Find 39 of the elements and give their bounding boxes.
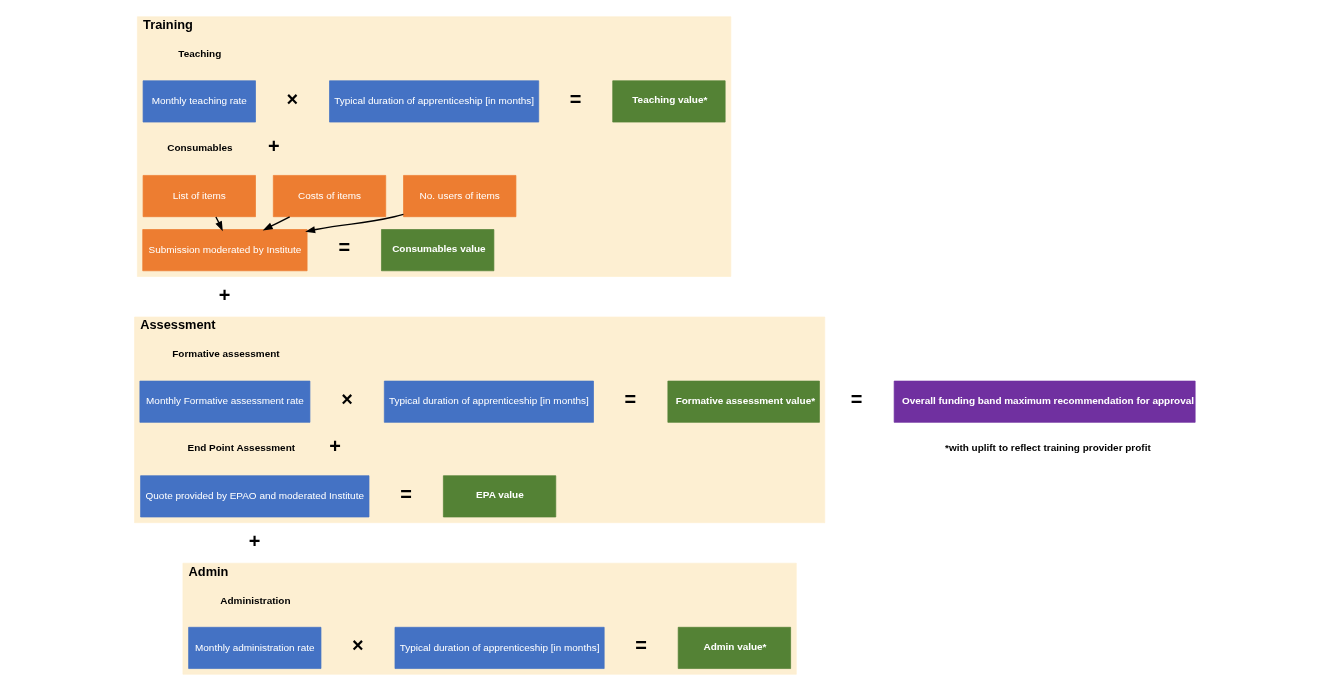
node-box: Quote provided by EPAO and moderated Institute <box>139 475 369 518</box>
node-box: No. users of items <box>402 175 516 218</box>
label: + <box>248 529 260 552</box>
label: + <box>218 283 230 306</box>
arrow <box>214 216 223 232</box>
label: = <box>634 634 647 657</box>
node-box: Costs of items <box>272 175 386 218</box>
label: × <box>285 87 298 110</box>
node-box: Consumables value <box>380 229 494 272</box>
label: + <box>267 134 280 157</box>
label: = <box>399 482 412 505</box>
node-box: Admin value* <box>677 626 791 669</box>
node-box: Submission moderated by Institute <box>141 229 307 272</box>
node-box: Typical duration of apprenticeship [in months] <box>394 626 605 669</box>
node-box: Monthly administration rate <box>187 626 321 669</box>
arrow <box>304 213 404 234</box>
arrow <box>262 216 290 231</box>
node-box: EPA value <box>442 475 556 518</box>
label: = <box>337 236 350 259</box>
node-box: Formative assessment value* <box>667 380 820 423</box>
label: + <box>328 435 341 458</box>
label: Consumables <box>166 141 233 153</box>
label: × <box>351 634 364 657</box>
label: Teaching <box>177 48 221 60</box>
label: = <box>850 387 862 410</box>
label: = <box>569 87 581 110</box>
label: Administration <box>219 594 291 606</box>
node-box: Overall funding band maximum recommendation for approval <box>893 380 1195 423</box>
label: = <box>623 387 636 410</box>
label: *with uplift to reflect training provider profit <box>944 441 1151 453</box>
node-box: Typical duration of apprenticeship [in months] <box>328 80 539 123</box>
node-box: Typical duration of apprenticeship [in months] <box>383 380 594 423</box>
node-box: Teaching value* <box>611 80 725 123</box>
node-box: List of items <box>142 175 256 218</box>
label: Formative assessment <box>171 348 280 360</box>
node-box: Monthly teaching rate <box>142 80 256 123</box>
node-box: Monthly Formative assessment rate <box>139 380 310 423</box>
label: × <box>340 387 353 410</box>
label: End Point Assessment <box>187 441 295 453</box>
